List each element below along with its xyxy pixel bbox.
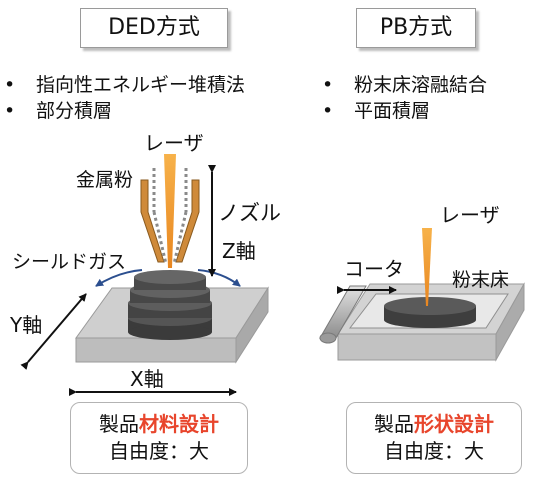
pb-bullet-item: 粉末床溶融結合 [318,72,487,98]
x-axis-label: X軸 [130,367,164,391]
pb-built-layer [384,297,476,328]
coater-roller [319,285,367,344]
ded-laser-beam [164,154,176,268]
ded-result-line1: 製品材料設計 [99,412,219,436]
coater-label: コータ [344,257,404,281]
shield-gas-label: シールドガス [12,251,126,273]
ded-bullet-list: 指向性エネルギー堆積法 部分積層 [0,72,245,124]
pb-result-line2: 自由度：大 [384,439,484,463]
pb-laser-beam [422,228,432,306]
ded-method-title: DED方式 [80,8,228,48]
z-axis-label: Z軸 [222,239,256,263]
pb-bullet-item: 平面積層 [318,98,487,124]
nozzle-label: ノズル [218,201,281,225]
pb-laser-label: レーザ [440,203,500,227]
shield-gas-left-arrow-icon [95,269,143,287]
ded-result-line2: 自由度：大 [109,439,209,463]
pb-bullet-list: 粉末床溶融結合 平面積層 [318,72,487,124]
ded-result-box: 製品材料設計 自由度：大 [70,402,248,474]
ded-nozzle [140,154,200,268]
y-axis-arrow-icon [20,293,87,370]
powder-bed-label: 粉末床 [452,269,509,291]
y-axis-label: Y軸 [9,313,42,337]
pb-result-line1: 製品形状設計 [374,412,494,436]
pb-method-title: PB方式 [356,8,476,48]
ded-bullet-item: 部分積層 [0,98,245,124]
metal-powder-label: 金属粉 [76,169,133,191]
ded-laser-label: レーザ [144,131,204,155]
ded-bullet-item: 指向性エネルギー堆積法 [0,72,245,98]
pb-result-box: 製品形状設計 自由度：大 [346,402,522,474]
pb-result-highlight: 形状設計 [414,412,494,436]
shield-gas-right-arrow-icon [197,269,241,287]
ded-result-highlight: 材料設計 [139,412,219,436]
ded-built-part [128,270,212,340]
